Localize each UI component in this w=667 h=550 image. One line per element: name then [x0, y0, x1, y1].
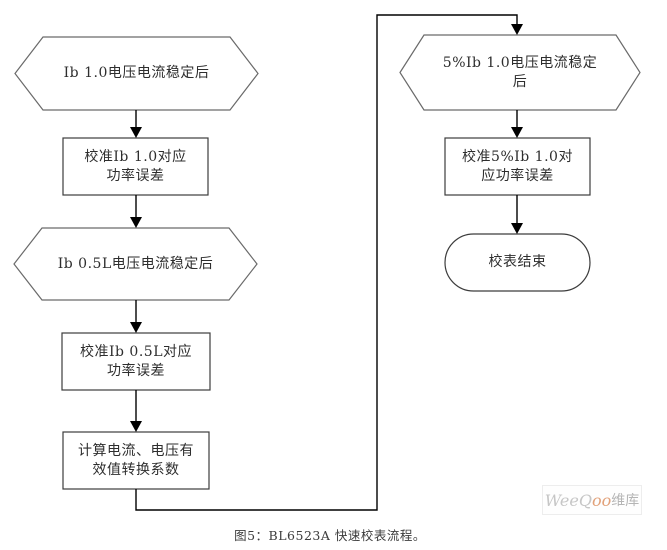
process-calibrate-ib05l: [61, 332, 211, 391]
hexagon-ib10-stable: [14, 36, 259, 111]
connector-rect3-to-hex3-loop: [135, 14, 518, 511]
arrowhead-down-icon: [130, 127, 142, 138]
arrowhead-down-icon: [130, 217, 142, 228]
watermark-weeqoo: WeeQ oo 维库: [542, 485, 642, 515]
arrowhead-down-icon: [511, 24, 523, 35]
watermark-text: WeeQ: [544, 490, 592, 510]
process-calc-rms-coeff: [62, 431, 210, 490]
hexagon-5pib10-stable: [399, 34, 641, 111]
figure-caption: 图5：BL6523A 快速校表流程。: [234, 528, 426, 543]
arrowhead-down-icon: [511, 127, 523, 138]
arrowhead-down-icon: [130, 421, 142, 432]
terminator-end: [444, 233, 591, 292]
watermark-text: oo: [591, 490, 612, 510]
watermark-text: 维库: [611, 493, 640, 509]
process-calibrate-5pib10: [444, 137, 591, 196]
process-calibrate-ib10: [62, 137, 209, 196]
arrowhead-down-icon: [511, 223, 523, 234]
arrowhead-down-icon: [130, 322, 142, 333]
hexagon-ib05l-stable: [13, 227, 258, 301]
